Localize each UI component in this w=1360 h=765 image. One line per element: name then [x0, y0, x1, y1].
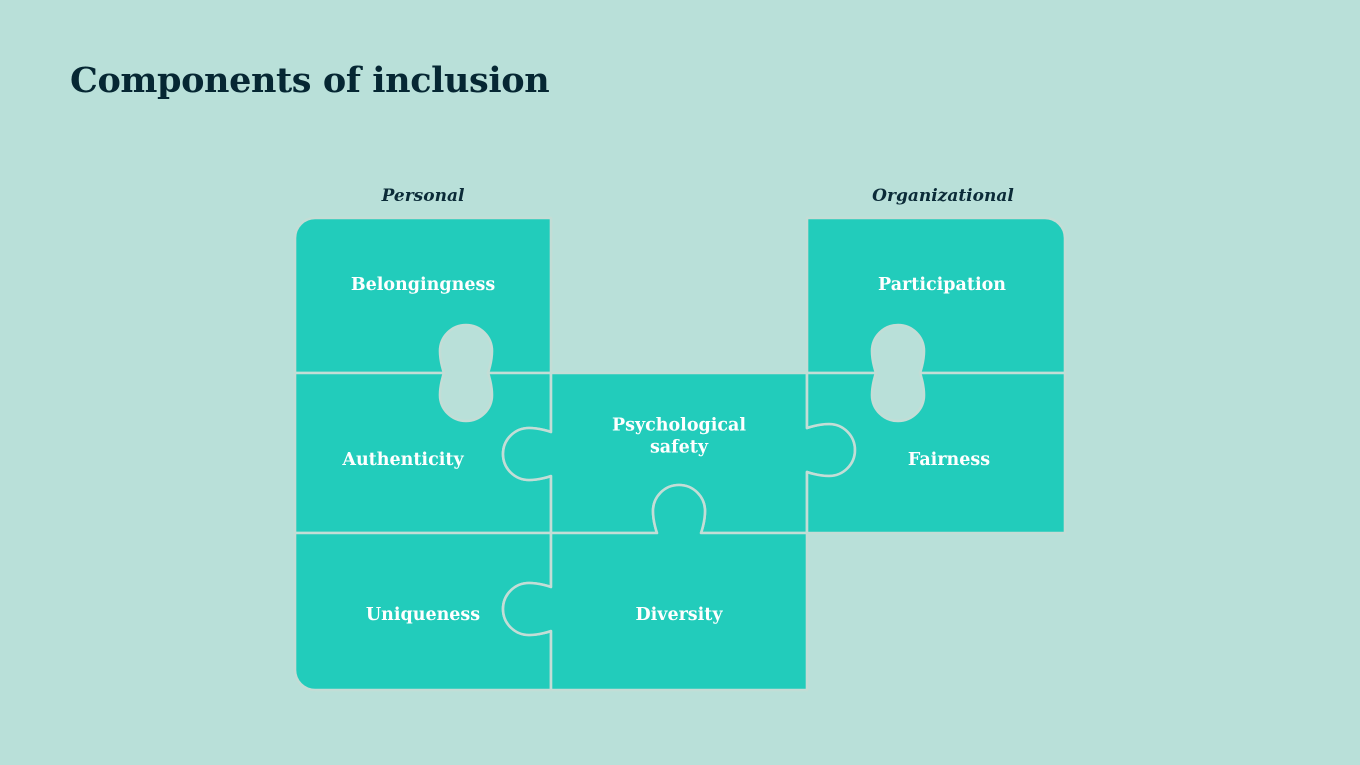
puzzle-piece-fairness[interactable]	[805, 371, 1067, 535]
puzzle-piece-belongingness[interactable]	[293, 216, 553, 375]
puzzle-piece-participation[interactable]	[805, 216, 1067, 375]
puzzle-piece-diversity[interactable]	[501, 483, 809, 692]
column-header-organizational: Organizational	[872, 186, 1014, 206]
column-header-personal: Personal	[381, 186, 465, 206]
page-title: Components of inclusion	[70, 60, 550, 101]
